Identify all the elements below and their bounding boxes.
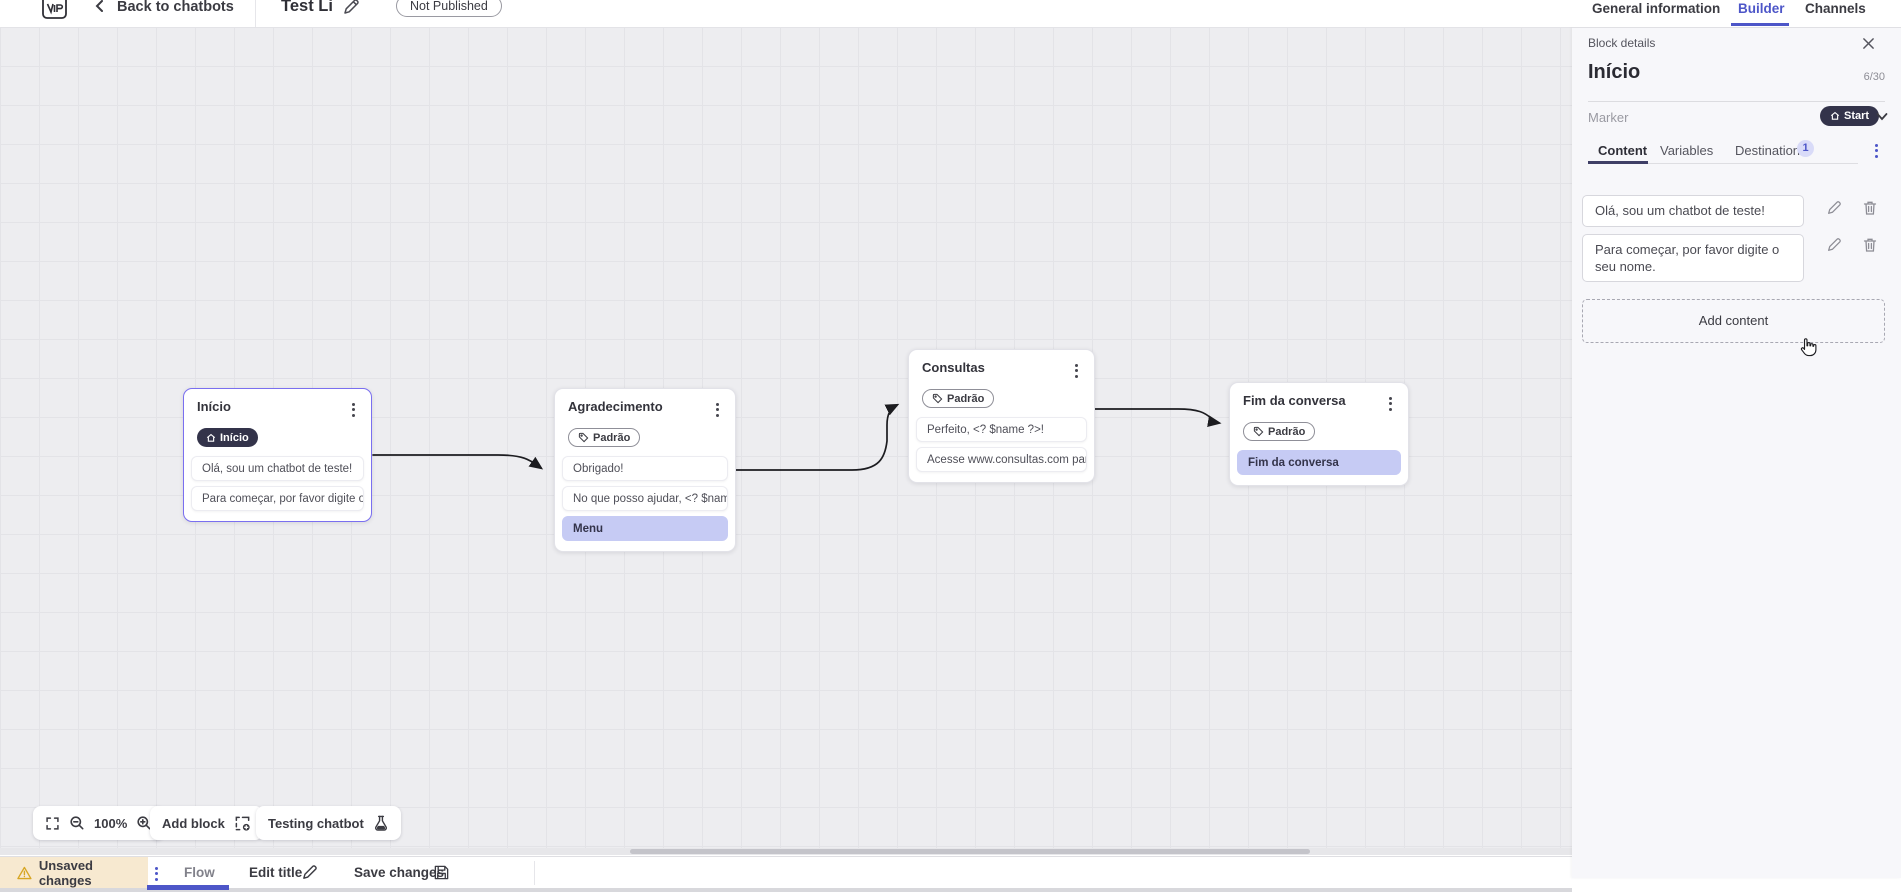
padrao-marker-badge: Padrão bbox=[568, 428, 641, 448]
zoom-in-icon[interactable] bbox=[136, 815, 152, 831]
node-menu-icon[interactable] bbox=[713, 399, 722, 420]
home-icon bbox=[1830, 111, 1840, 120]
chevron-down-icon[interactable] bbox=[1876, 112, 1888, 121]
content-tab-underline bbox=[1588, 161, 1648, 164]
node-title: Início bbox=[197, 399, 231, 414]
close-icon[interactable] bbox=[1862, 37, 1875, 50]
scrollbar-thumb[interactable] bbox=[630, 849, 1310, 854]
marker-label: Marker bbox=[1588, 110, 1629, 125]
chatbot-title: Test Li bbox=[281, 0, 333, 15]
flow-tab-underline bbox=[147, 885, 229, 890]
block-details-panel: Block details Início 6/30 Marker Start C… bbox=[1572, 27, 1901, 878]
unsaved-changes-indicator: Unsaved changes bbox=[0, 857, 148, 889]
node-title: Consultas bbox=[922, 360, 985, 375]
node-message-item[interactable]: Perfeito, <? $name ?>! bbox=[916, 417, 1087, 443]
node-title: Agradecimento bbox=[568, 399, 663, 414]
flow-node-inicio[interactable]: Início Início Olá, sou um chatbot de tes… bbox=[183, 388, 372, 522]
app-logo-icon[interactable] bbox=[41, 0, 68, 20]
panel-title: Block details bbox=[1588, 36, 1656, 50]
node-message-item[interactable]: Acesse www.consultas.com par... bbox=[916, 447, 1087, 473]
node-message-item[interactable]: Obrigado! bbox=[562, 456, 728, 482]
start-marker-badge: Início bbox=[197, 428, 258, 448]
flow-tab[interactable]: Flow bbox=[184, 865, 215, 880]
content-item[interactable]: Para começar, por favor digite o seu nom… bbox=[1582, 234, 1804, 282]
zoom-level: 100% bbox=[94, 815, 128, 831]
builder-tab-underline bbox=[1731, 23, 1789, 26]
canvas-zoom-controls: 100% bbox=[33, 806, 165, 840]
destination-count-badge: 1 bbox=[1797, 140, 1814, 157]
tab-builder[interactable]: Builder bbox=[1738, 1, 1785, 16]
delete-content-icon[interactable] bbox=[1862, 200, 1878, 216]
tab-general-information[interactable]: General information bbox=[1592, 1, 1721, 16]
block-name-underline bbox=[1588, 101, 1885, 102]
panel-tab-destination[interactable]: Destination bbox=[1735, 143, 1801, 158]
home-icon bbox=[206, 433, 216, 442]
back-chevron-icon[interactable] bbox=[92, 0, 108, 14]
flow-node-consultas[interactable]: Consultas Padrão Perfeito, <? $name ?>! … bbox=[908, 349, 1095, 484]
bottombar-menu-icon[interactable] bbox=[152, 863, 161, 884]
node-message-item[interactable]: Olá, sou um chatbot de teste! bbox=[191, 455, 364, 481]
tab-channels[interactable]: Channels bbox=[1805, 1, 1866, 16]
node-menu-icon[interactable] bbox=[1072, 360, 1081, 381]
node-message-item[interactable]: Para começar, por favor digite o ... bbox=[191, 485, 364, 511]
flow-node-agradecimento[interactable]: Agradecimento Padrão Obrigado! No que po… bbox=[554, 388, 736, 553]
tag-icon bbox=[932, 394, 943, 404]
padrao-marker-badge: Padrão bbox=[1243, 422, 1316, 442]
node-menu-item[interactable]: Menu bbox=[562, 516, 728, 542]
edit-content-icon[interactable] bbox=[1826, 200, 1842, 216]
panel-tab-content[interactable]: Content bbox=[1598, 143, 1648, 158]
edit-content-icon[interactable] bbox=[1826, 237, 1842, 253]
connector-agradecimento-consultas bbox=[735, 403, 900, 471]
flow-canvas[interactable]: Início Início Olá, sou um chatbot de tes… bbox=[0, 27, 1572, 855]
panel-tabs-divider bbox=[1588, 163, 1858, 164]
save-icon[interactable] bbox=[433, 864, 450, 881]
block-name-input[interactable]: Início bbox=[1588, 61, 1641, 83]
tag-icon bbox=[1253, 427, 1264, 437]
delete-content-icon[interactable] bbox=[1862, 237, 1878, 253]
save-changes-button[interactable]: Save changes bbox=[354, 865, 445, 880]
zoom-out-icon[interactable] bbox=[69, 815, 85, 831]
content-item[interactable]: Olá, sou um chatbot de teste! bbox=[1582, 195, 1804, 227]
edit-title-button[interactable]: Edit title bbox=[249, 865, 303, 880]
connector-inicio-agradecimento bbox=[372, 454, 544, 470]
back-to-chatbots-link[interactable]: Back to chatbots bbox=[117, 0, 234, 15]
add-block-button[interactable]: Add block bbox=[150, 806, 263, 840]
bottombar-divider bbox=[534, 861, 535, 885]
node-end-item[interactable]: Fim da conversa bbox=[1237, 450, 1401, 476]
padrao-marker-badge: Padrão bbox=[922, 389, 995, 409]
marker-select[interactable]: Start bbox=[1820, 106, 1880, 126]
topbar-divider bbox=[255, 0, 256, 27]
fullscreen-icon[interactable] bbox=[45, 816, 60, 831]
edit-title-pencil-icon[interactable] bbox=[342, 0, 360, 16]
page-bottom-scrollbar[interactable] bbox=[0, 888, 1572, 892]
testing-chatbot-button[interactable]: Testing chatbot bbox=[256, 806, 401, 840]
warning-icon bbox=[17, 866, 32, 880]
node-menu-icon[interactable] bbox=[349, 399, 358, 420]
pencil-icon[interactable] bbox=[301, 864, 318, 881]
status-badge: Not Published bbox=[396, 0, 502, 17]
tag-icon bbox=[578, 433, 589, 443]
node-message-item[interactable]: No que posso ajudar, <? $name ... bbox=[562, 486, 728, 512]
connector-consultas-fim bbox=[1094, 408, 1222, 428]
panel-menu-icon[interactable] bbox=[1872, 140, 1881, 161]
add-block-icon bbox=[234, 815, 251, 832]
top-bar: Back to chatbots Test Li Not Published G… bbox=[0, 0, 1901, 27]
add-content-button[interactable]: Add content bbox=[1582, 299, 1885, 343]
canvas-horizontal-scrollbar[interactable] bbox=[0, 848, 1572, 855]
node-title: Fim da conversa bbox=[1243, 393, 1346, 408]
flow-node-fim-da-conversa[interactable]: Fim da conversa Padrão Fim da conversa bbox=[1229, 382, 1409, 487]
name-char-counter: 6/30 bbox=[1863, 71, 1885, 83]
node-menu-icon[interactable] bbox=[1386, 393, 1395, 414]
flask-icon bbox=[373, 815, 389, 832]
panel-tab-variables[interactable]: Variables bbox=[1660, 143, 1714, 158]
